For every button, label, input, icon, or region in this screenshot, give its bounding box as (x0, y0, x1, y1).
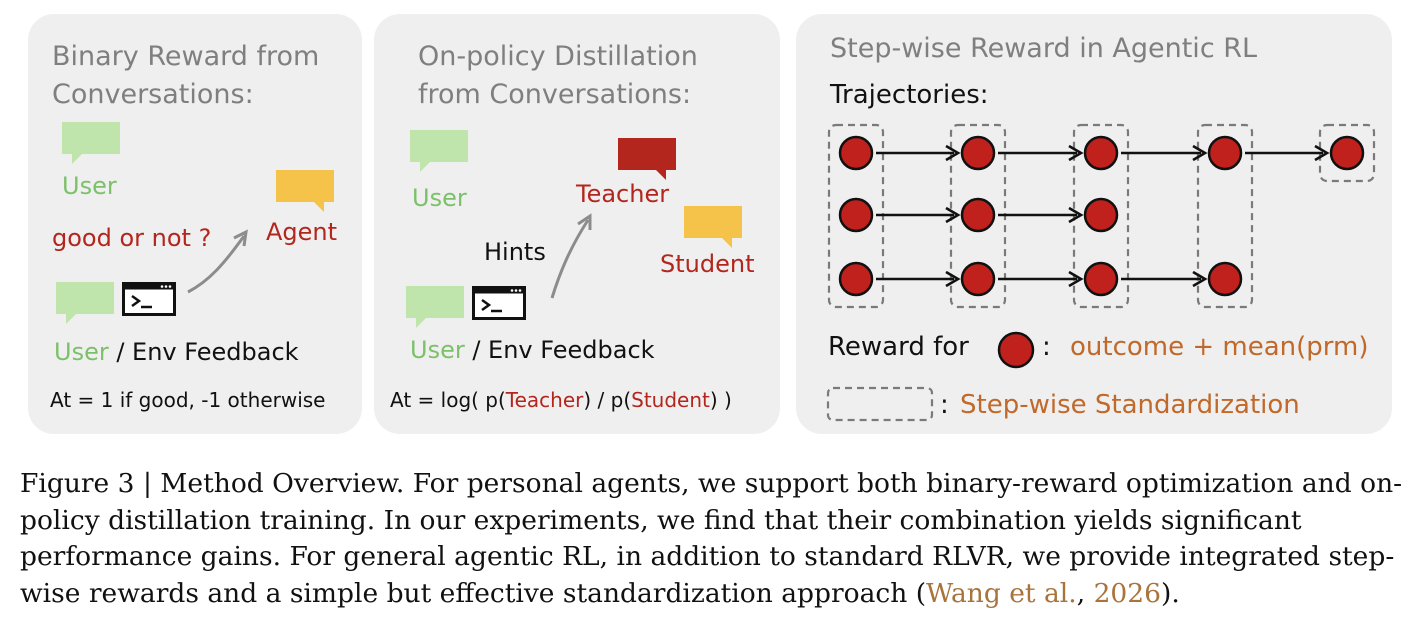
reward-colon: : (1042, 332, 1051, 362)
terminal-icon-2 (472, 286, 526, 320)
binary-title-line2: Conversations: (52, 79, 254, 110)
reward-value: outcome + mean(prm) (1070, 332, 1369, 362)
distill-hints-label: Hints (484, 238, 546, 266)
agent-bubble-icon (276, 170, 334, 212)
formula-post: ) ) (709, 388, 732, 412)
caption-end: ). (1161, 577, 1180, 609)
reward-node-icon (997, 331, 1035, 369)
binary-user-label: User (62, 172, 117, 200)
binary-title-line1: Binary Reward from (52, 41, 320, 72)
binary-agent-label: Agent (266, 218, 338, 246)
trajectory-node (960, 261, 996, 297)
trajectory-node (1207, 261, 1243, 297)
distill-formula: At = log( p(Teacher) / p(Student) ) (390, 388, 732, 412)
standardization-box-icon (826, 386, 934, 422)
user-bubble-icon-2 (56, 282, 114, 324)
trajectory-node (1329, 135, 1365, 171)
trajectory-arrow-head (1192, 144, 1208, 162)
trajectory-arrow-head (945, 270, 961, 288)
distill-feedback-line: User / Env Feedback (410, 336, 655, 364)
caption-cite-year[interactable]: 2026 (1093, 577, 1162, 609)
teacher-bubble-icon (618, 138, 676, 180)
trajectory-arrow-head (1068, 144, 1084, 162)
binary-formula: At = 1 if good, -1 otherwise (50, 388, 326, 412)
binary-env-feedback-label: / Env Feedback (108, 338, 299, 366)
trajectory-node (1083, 197, 1119, 233)
standardization-colon: : (940, 390, 949, 420)
trajectory-arrow-head (1068, 270, 1084, 288)
binary-user2-label: User (54, 338, 109, 366)
caption-text: Figure 3 | Method Overview. For personal… (20, 468, 1403, 609)
trajectories-label: Trajectories: (830, 80, 989, 110)
formula-mid: ) / p( (583, 388, 632, 412)
distill-env-feedback-label: / Env Feedback (464, 336, 655, 364)
binary-question-label: good or not ? (52, 224, 212, 252)
binary-feedback-line: User / Env Feedback (54, 338, 299, 366)
figure-caption: Figure 3 | Method Overview. For personal… (20, 466, 1410, 612)
panel-binary-reward (28, 14, 362, 434)
formula-teacher: Teacher (505, 388, 584, 412)
formula-student: Student (631, 388, 710, 412)
trajectory-node (960, 197, 996, 233)
trajectory-arrow-head (1314, 144, 1330, 162)
distill-title-line2: from Conversations: (418, 79, 692, 110)
hint-arrow (187, 229, 248, 294)
trajectory-node (838, 197, 874, 233)
caption-cite-author[interactable]: Wang et al. (926, 577, 1077, 609)
trajectory-node (838, 135, 874, 171)
caption-cite-sep: , (1076, 577, 1094, 609)
trajectory-arrow-head (945, 144, 961, 162)
trajectory-node (1207, 135, 1243, 171)
stepwise-title: Step-wise Reward in Agentic RL (830, 33, 1258, 64)
distill-title-line1: On-policy Distillation (418, 41, 698, 72)
trajectory-node (960, 135, 996, 171)
reward-for-label: Reward for (828, 332, 969, 362)
distill-user-label: User (412, 184, 467, 212)
standardization-group-box (1318, 123, 1376, 183)
student-bubble-icon (684, 206, 742, 248)
distill-student-label: Student (660, 250, 755, 278)
formula-pre: At = log( p( (390, 388, 506, 412)
user-bubble-icon-3 (410, 130, 468, 172)
trajectory-node (1083, 261, 1119, 297)
trajectory-node (838, 261, 874, 297)
user-bubble-icon-4 (406, 286, 464, 328)
trajectory-arrow-head (1192, 270, 1208, 288)
hint-arrow-2 (550, 213, 592, 299)
standardization-group-box (1196, 123, 1254, 309)
trajectory-arrow-head (945, 206, 961, 224)
distill-user2-label: User (410, 336, 465, 364)
distill-teacher-label: Teacher (576, 180, 670, 208)
user-bubble-icon (62, 122, 120, 164)
trajectory-arrow-head (1068, 206, 1084, 224)
terminal-icon (122, 282, 176, 316)
standardization-label: Step-wise Standardization (960, 390, 1300, 420)
trajectory-node (1083, 135, 1119, 171)
